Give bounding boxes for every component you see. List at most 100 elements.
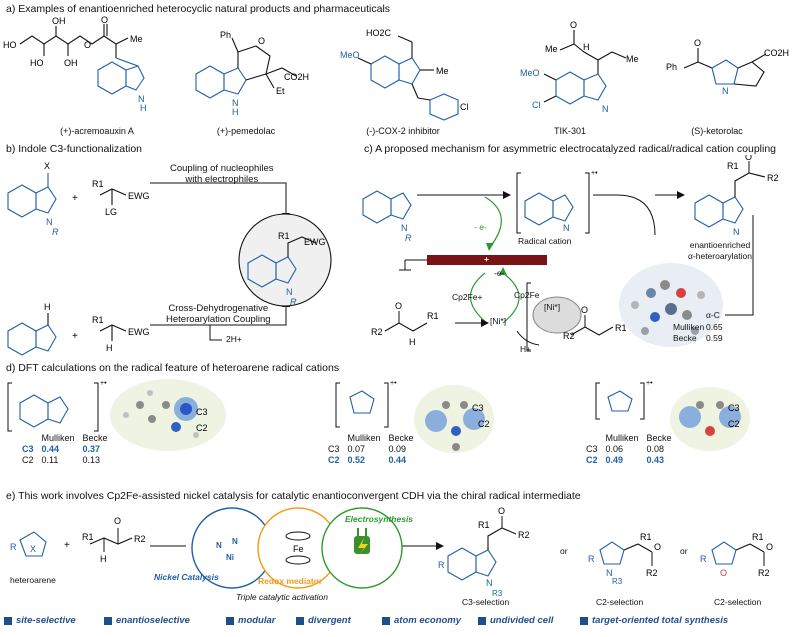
feature-text: site-selective bbox=[16, 615, 76, 626]
ewg-label: EWG bbox=[128, 191, 150, 201]
svg-text:N: N bbox=[563, 223, 570, 233]
mulliken-value: 0.52 bbox=[347, 455, 366, 465]
square-bullet-icon bbox=[104, 616, 112, 625]
radical-cation-label: Radical cation bbox=[518, 236, 572, 246]
svg-text:+: + bbox=[64, 540, 70, 551]
compound-name-5: (S)-ketorolac bbox=[691, 126, 743, 136]
model-3 bbox=[670, 387, 750, 451]
product-circle bbox=[238, 213, 332, 307]
square-bullet-icon bbox=[478, 616, 486, 625]
svg-text:R2: R2 bbox=[371, 327, 383, 337]
or-2: or bbox=[680, 546, 688, 556]
mulliken-label-c: Mulliken bbox=[673, 322, 705, 332]
svg-text:R1: R1 bbox=[727, 161, 739, 171]
x-label: X bbox=[44, 161, 50, 171]
svg-text:+•: +• bbox=[646, 380, 653, 387]
o-label: O bbox=[84, 40, 91, 50]
r1-label-3: R1 bbox=[92, 315, 104, 325]
svg-text:R2: R2 bbox=[134, 534, 146, 544]
row-label: C2 bbox=[328, 455, 340, 465]
col-becke-3: Becke bbox=[646, 433, 672, 443]
square-bullet-icon bbox=[382, 616, 390, 625]
plus-2: + bbox=[72, 331, 78, 342]
minus-e-1: - e- bbox=[474, 222, 487, 232]
svg-text:R1: R1 bbox=[752, 532, 764, 542]
redox-mediator-label: Redox mediator bbox=[258, 576, 323, 586]
col-mulliken-3: Mulliken bbox=[605, 433, 639, 443]
n-label: N bbox=[138, 94, 145, 104]
section-e-title: e) This work involves Cp2Fe-assisted nic… bbox=[6, 490, 581, 502]
svg-text:N: N bbox=[606, 568, 613, 578]
o-label-5: O bbox=[694, 38, 701, 48]
n-label-4: N bbox=[722, 86, 729, 96]
c2-model-3: C2 bbox=[728, 419, 740, 429]
r1-label: R1 bbox=[92, 179, 104, 189]
o-label-3: O bbox=[258, 36, 265, 46]
row-label: C2 bbox=[586, 455, 598, 465]
feature-text: target-oriented total synthesis bbox=[592, 615, 729, 626]
row-label: C3 bbox=[586, 444, 598, 454]
minus-e-2: -e- bbox=[494, 268, 505, 278]
c3-model-3: C3 bbox=[728, 403, 740, 413]
col-mulliken-1: Mulliken bbox=[41, 433, 75, 443]
svg-text:X: X bbox=[30, 544, 36, 554]
r-label: R bbox=[52, 227, 59, 237]
nickel-catalysis-label: Nickel Catalysis bbox=[154, 572, 219, 582]
section-a-title: a) Examples of enantioenriched heterocyc… bbox=[6, 3, 391, 15]
mulliken-value: 0.07 bbox=[347, 444, 366, 454]
feature-text: modular bbox=[238, 615, 276, 626]
feature-5: atom economy bbox=[382, 615, 461, 626]
cl-label: Cl bbox=[460, 102, 469, 112]
svg-text:R: R bbox=[405, 233, 412, 243]
ph-label-2: Ph bbox=[666, 62, 677, 72]
plus-electrode: + bbox=[484, 254, 489, 264]
svg-text:+•: +• bbox=[390, 380, 397, 387]
c3-model-1: C3 bbox=[196, 407, 208, 417]
square-bullet-icon bbox=[296, 616, 304, 625]
becke-value: 0.44 bbox=[388, 455, 407, 465]
section-c-title: c) A proposed mechanism for asymmetric e… bbox=[364, 143, 777, 155]
col-becke-2: Becke bbox=[388, 433, 414, 443]
coupling-line-1: Coupling of nucleophiles bbox=[170, 163, 274, 174]
svg-text:R1: R1 bbox=[640, 532, 652, 542]
alpha-c-label: α-C bbox=[706, 310, 720, 320]
row-label: C2 bbox=[22, 455, 34, 465]
cdh-text: Cross-Dehydrogenative Heteroarylation Co… bbox=[166, 303, 271, 325]
svg-text:Ni: Ni bbox=[226, 553, 234, 562]
compound-name-3: (-)-COX-2 inhibitor bbox=[366, 126, 440, 136]
row-label: C3 bbox=[328, 444, 340, 454]
ho-label-2: HO bbox=[30, 58, 44, 68]
c2-model-1: C2 bbox=[196, 423, 208, 433]
becke-val-c: 0.59 bbox=[706, 333, 723, 343]
section-e-scheme: R X + O R1 R2 H N N Ni Fe O R1 R2 R N R3 bbox=[10, 506, 773, 598]
mulliken-value: 0.49 bbox=[605, 455, 624, 465]
acremoauxin-structure bbox=[19, 24, 145, 95]
svg-text:R1: R1 bbox=[478, 520, 490, 530]
o-label-2: O bbox=[101, 15, 108, 25]
cl-label-2: Cl bbox=[532, 100, 541, 110]
feature-text: divergent bbox=[308, 615, 351, 626]
pemedolac-structure bbox=[195, 37, 297, 99]
svg-text:R: R bbox=[588, 554, 595, 564]
svg-text:N: N bbox=[486, 578, 493, 588]
svg-text:Fe: Fe bbox=[293, 544, 304, 554]
svg-text:O: O bbox=[581, 305, 588, 315]
h-label-2: H bbox=[106, 343, 113, 353]
svg-text:O: O bbox=[745, 155, 752, 162]
feature-6: undivided cell bbox=[478, 615, 553, 626]
me-label-3: Me bbox=[545, 44, 558, 54]
svg-text:R2: R2 bbox=[563, 331, 575, 341]
svg-text:O: O bbox=[720, 568, 727, 578]
svg-text:R3: R3 bbox=[492, 589, 503, 598]
feature-text: enantioselective bbox=[116, 615, 190, 626]
svg-text:N: N bbox=[232, 537, 238, 546]
c2-model-2: C2 bbox=[478, 419, 490, 429]
coupling-line-2: with electrophiles bbox=[185, 174, 259, 185]
heteroarene-label: heteroarene bbox=[10, 575, 56, 585]
becke-value: 0.08 bbox=[646, 444, 665, 454]
me-label-2: Me bbox=[436, 66, 449, 76]
feature-2: enantioselective bbox=[104, 615, 190, 626]
oh-label: OH bbox=[52, 16, 66, 26]
